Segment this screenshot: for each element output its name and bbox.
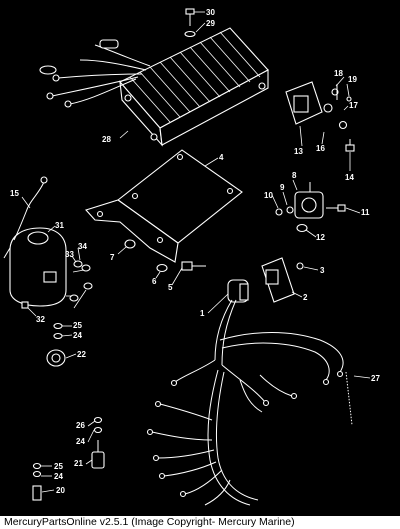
callout-24-bottom[interactable]: 25 xyxy=(54,462,63,471)
solenoid-bracket-part[interactable] xyxy=(285,81,355,152)
callout-5[interactable]: 5 xyxy=(168,283,173,292)
starter-solenoid-part[interactable] xyxy=(275,182,346,233)
callout-22[interactable]: 22 xyxy=(77,350,86,359)
callout-19[interactable]: 19 xyxy=(348,75,357,84)
callout-9[interactable]: 9 xyxy=(280,183,285,192)
callout-17[interactable]: 17 xyxy=(349,101,358,110)
callout-6[interactable]: 6 xyxy=(152,277,157,286)
callout-1[interactable]: 1 xyxy=(200,309,205,318)
callout-11[interactable]: 11 xyxy=(361,208,370,217)
terminal-block-part[interactable] xyxy=(261,257,304,303)
sender-part[interactable] xyxy=(91,416,105,469)
bolt-part[interactable] xyxy=(181,261,206,271)
nut-part[interactable] xyxy=(156,263,168,273)
image-caption: MercuryPartsOnline v2.5.1 (Image Copyrig… xyxy=(0,516,400,529)
callout-27[interactable]: 30 xyxy=(206,8,215,17)
switch-part[interactable] xyxy=(46,322,66,367)
callout-labels: 30 29 28 4 18 19 17 16 13 14 8 9 10 11 1… xyxy=(10,8,380,495)
callout-24-lower[interactable]: 26 xyxy=(76,421,85,430)
ground-strap-part[interactable] xyxy=(13,176,48,241)
leader-lines xyxy=(21,11,371,493)
callout-26[interactable]: 28 xyxy=(102,135,111,144)
module-screw-part[interactable] xyxy=(184,8,196,38)
callout-25[interactable]: 27 xyxy=(371,374,380,383)
callout-8[interactable]: 8 xyxy=(292,171,297,180)
callout-21[interactable]: 21 xyxy=(74,459,83,468)
callout-7[interactable]: 7 xyxy=(110,253,115,262)
spark-plug-part[interactable] xyxy=(32,462,42,501)
callout-3[interactable]: 3 xyxy=(320,266,325,275)
callout-24-upper[interactable]: 25 xyxy=(73,321,82,330)
hardware-small-parts[interactable] xyxy=(21,260,93,309)
callout-23-bottom[interactable]: 24 xyxy=(54,472,63,481)
callout-28[interactable]: 29 xyxy=(206,19,215,28)
ignition-module-part[interactable] xyxy=(39,27,269,147)
callout-18[interactable]: 18 xyxy=(334,69,343,78)
callout-10[interactable]: 10 xyxy=(264,191,273,200)
wiring-harness-part[interactable] xyxy=(146,299,344,506)
callout-23-upper[interactable]: 24 xyxy=(73,331,82,340)
callout-16[interactable]: 16 xyxy=(316,144,325,153)
callout-2[interactable]: 2 xyxy=(303,293,308,302)
convoluted-sleeve-part[interactable] xyxy=(345,371,353,426)
callout-23-lower[interactable]: 24 xyxy=(76,437,85,446)
spacer-part[interactable] xyxy=(124,239,136,249)
harness-plug-part[interactable] xyxy=(227,279,249,303)
starter-relay-part[interactable] xyxy=(3,227,67,307)
callout-14[interactable]: 14 xyxy=(345,173,354,182)
callout-32[interactable]: 34 xyxy=(78,242,87,251)
callout-31[interactable]: 33 xyxy=(65,250,74,259)
mounting-plate-part[interactable] xyxy=(85,149,243,263)
callout-12[interactable]: 12 xyxy=(316,233,325,242)
callout-20[interactable]: 20 xyxy=(56,486,65,495)
callout-13[interactable]: 13 xyxy=(294,147,303,156)
callout-30[interactable]: 32 xyxy=(36,315,45,324)
callout-29[interactable]: 31 xyxy=(55,221,64,230)
callout-15[interactable]: 15 xyxy=(10,189,19,198)
callout-4[interactable]: 4 xyxy=(219,153,224,162)
